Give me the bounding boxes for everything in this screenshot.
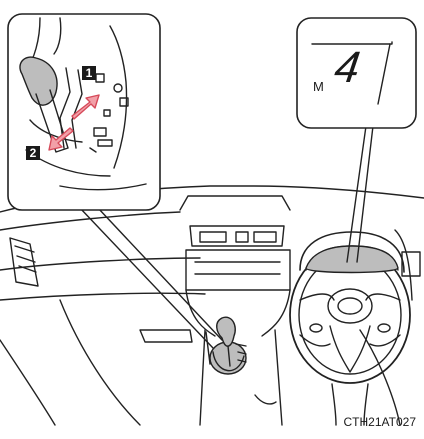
- callout-marker-2: 2: [26, 146, 40, 160]
- callout-marker-1: 1: [82, 66, 96, 80]
- dashboard-drawing: [0, 186, 424, 425]
- gear-mode-letter: M: [313, 79, 324, 94]
- figure-code: CTH21AT027: [344, 415, 416, 429]
- gear-indicator-highlight: [306, 246, 398, 273]
- console-shift-lever: [206, 317, 246, 374]
- shift-detail-callout: [8, 14, 160, 210]
